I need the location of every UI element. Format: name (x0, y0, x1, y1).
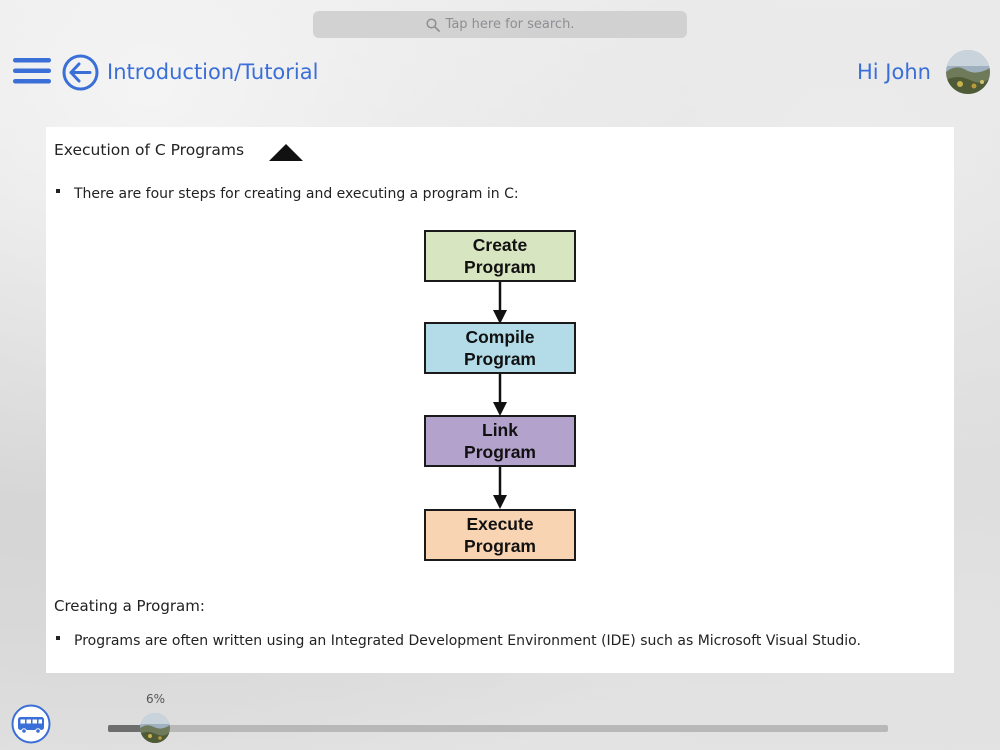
intro-bullet-text: There are four steps for creating and ex… (74, 186, 519, 202)
flow-box-line: Compile (465, 327, 535, 347)
flow-arrow-icon (493, 374, 507, 416)
flow-box-line: Program (464, 442, 536, 462)
progress-thumb[interactable] (139, 713, 170, 743)
bus-icon[interactable] (11, 704, 51, 744)
flow-box-create: Create Program (424, 230, 576, 282)
menu-icon[interactable] (13, 57, 51, 85)
flow-arrow-icon (493, 282, 507, 324)
flow-diagram: Create Program Compile Program Link Prog… (424, 230, 576, 561)
back-arrow-icon[interactable] (62, 54, 99, 91)
flow-box-line: Program (464, 257, 536, 277)
flow-box-line: Execute (466, 514, 534, 534)
header: Introduction/Tutorial Hi John (0, 50, 1000, 95)
progress-label: 6% (146, 692, 166, 706)
flow-box-line: Link (482, 420, 518, 440)
collapse-triangle-icon[interactable] (269, 144, 303, 161)
progress-fill (108, 725, 155, 732)
subheading: Creating a Program: (54, 597, 205, 615)
bus-icon-graphic (11, 704, 51, 744)
flow-box-line: Create (472, 235, 528, 255)
page-title: Introduction/Tutorial (107, 60, 319, 84)
avatar-image (946, 50, 990, 94)
bullet-marker (56, 189, 60, 193)
user-greeting: Hi John (857, 60, 931, 84)
flow-box-line: Program (464, 349, 536, 369)
flow-box-compile: Compile Program (424, 322, 576, 374)
section-title: Execution of C Programs (54, 141, 245, 159)
progress-track[interactable] (108, 725, 888, 732)
search-icon (425, 17, 440, 32)
avatar[interactable] (946, 50, 990, 94)
flow-box-link: Link Program (424, 415, 576, 467)
subheading-bullet-text: Programs are often written using an Inte… (74, 633, 861, 649)
flow-box-line: Program (464, 536, 536, 556)
flow-arrow-icon (493, 467, 507, 509)
flow-box-execute: Execute Program (424, 509, 576, 561)
search-placeholder: Tap here for search. (445, 17, 575, 32)
progress-thumb-image (139, 713, 170, 743)
content-card: Execution of C Programs There are four s… (46, 127, 954, 673)
search-bar[interactable]: Tap here for search. (313, 11, 687, 38)
bullet-marker (56, 636, 60, 640)
